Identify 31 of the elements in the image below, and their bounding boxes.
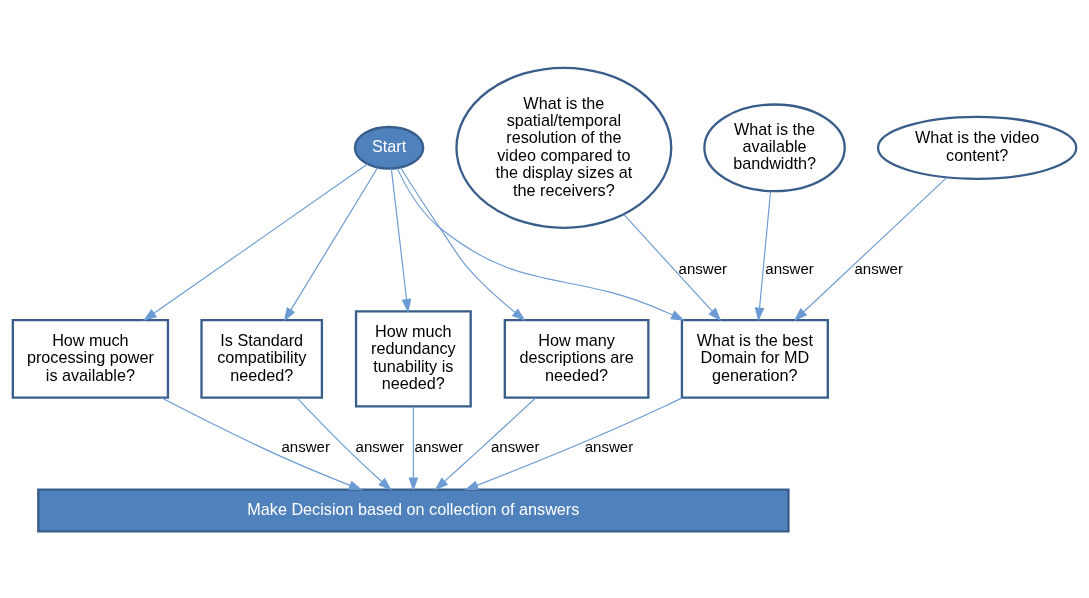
edge-label: answer — [414, 437, 464, 455]
arrow — [283, 166, 379, 322]
node-ellipse: Start — [353, 125, 425, 170]
arrow — [296, 397, 392, 491]
node-box: What is the best Domain for MD generation? — [680, 318, 829, 399]
node-box: How many descriptions are needed? — [503, 318, 650, 399]
arrow — [396, 167, 685, 321]
arrow — [623, 213, 722, 321]
arrow — [464, 396, 683, 490]
node-ellipse: What is the available bandwidth? — [703, 102, 846, 192]
node-ellipse: What is the spatial/temporal resolution of the video compared to the display sizes at the receivers? — [455, 66, 673, 229]
node-box: How much redundancy tunability is needed? — [354, 309, 472, 407]
node-ellipse: What is the video content? — [876, 115, 1078, 180]
edge-label: answer — [355, 437, 405, 455]
edge-label: answer — [854, 259, 903, 277]
arrow — [400, 166, 526, 321]
node-box: Make Decision based on collection of answers — [37, 488, 790, 533]
edge-label: answer — [281, 437, 330, 455]
edge-label: answer — [678, 259, 728, 277]
edge-label: answer — [584, 437, 634, 455]
arrow — [793, 176, 948, 321]
node-box: Is Standard compatibility needed? — [200, 318, 324, 399]
arrow — [434, 396, 537, 490]
edge-label: answer — [491, 437, 540, 455]
arrow — [142, 162, 369, 321]
arrow — [754, 190, 772, 321]
node-box: How much processing power is available? — [11, 318, 170, 399]
arrow — [408, 405, 419, 491]
edge-label: answer — [765, 259, 814, 277]
arrow — [390, 167, 412, 313]
arrow — [160, 396, 363, 490]
